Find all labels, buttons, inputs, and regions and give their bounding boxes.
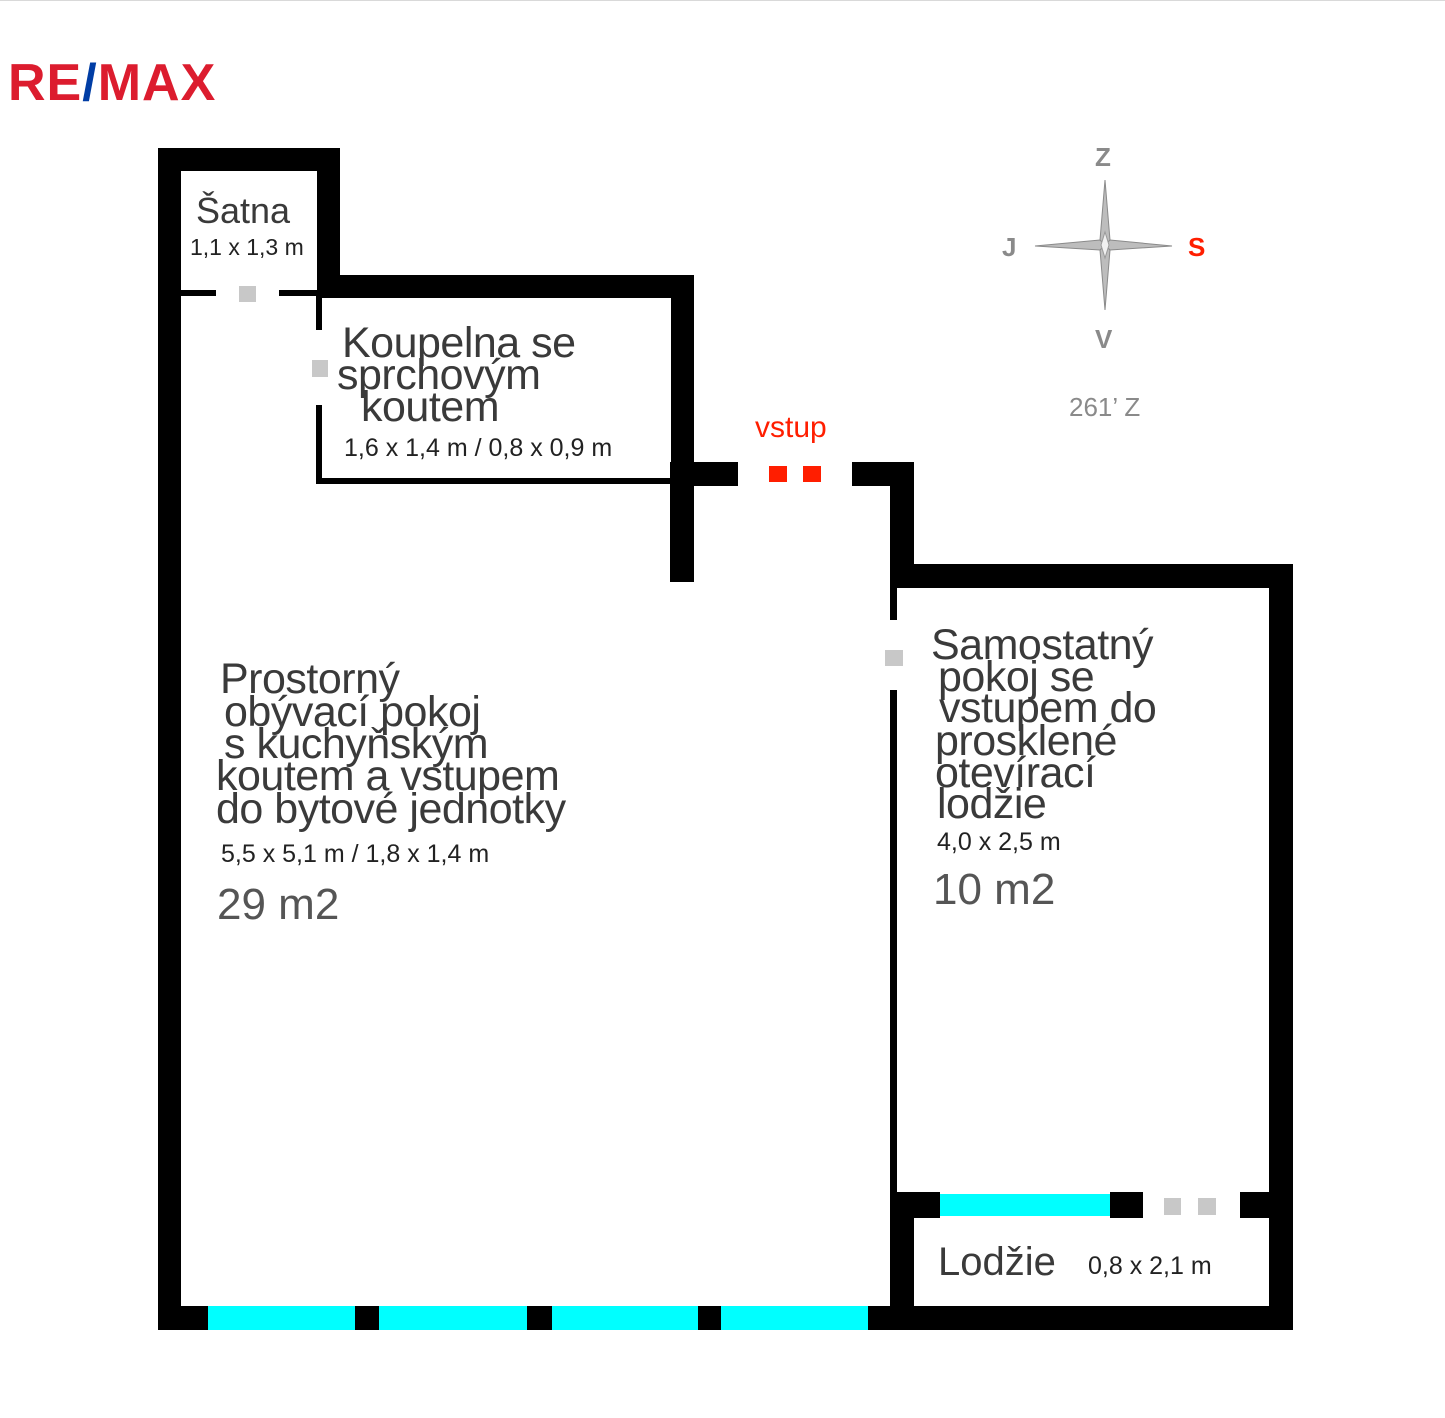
entrance-label: vstup (755, 411, 827, 444)
entrance-marker-1 (769, 466, 787, 482)
obyvaci-name-line-4: koutem a vstupem (216, 752, 560, 800)
window-bottom-3 (552, 1306, 698, 1330)
pokoj-name-line-1: Samostatný (931, 621, 1154, 669)
pokoj-name-line-3: vstupem do (939, 684, 1157, 732)
pokoj-area: 10 m2 (933, 865, 1056, 914)
pokoj-dims: 4,0 x 2,5 m (937, 828, 1061, 856)
satna-name: Šatna (196, 190, 291, 231)
compass-west: J (1002, 232, 1017, 262)
top-border (0, 0, 1445, 1)
lodzie-name: Lodžie (938, 1240, 1056, 1284)
satna-dims: 1,1 x 1,3 m (190, 234, 304, 260)
compass-bearing: 261’ Z (1069, 392, 1141, 422)
window-bottom-1 (208, 1306, 355, 1330)
wall-left (158, 148, 181, 1330)
door-lodzie-1 (1164, 1198, 1181, 1215)
koupelna-name-line-3: koutem (361, 383, 500, 431)
wall-satna-bottom-left (181, 290, 216, 296)
wall-bath-top (317, 275, 694, 298)
door-pokoj (885, 650, 903, 666)
entrance-marker-2 (803, 466, 821, 482)
compass-east: S (1188, 232, 1206, 262)
wall-entry-left (671, 462, 738, 486)
wall-lodzie-top-c (1240, 1192, 1280, 1218)
wall-room-left-upper (890, 588, 897, 620)
obyvaci-name-line-1: Prostorný (220, 655, 400, 703)
wall-bath-left-upper (316, 296, 322, 330)
wall-satna-bottom-right (279, 290, 320, 296)
wall-bath-right (671, 275, 694, 485)
wall-room-left-lower (890, 690, 897, 1306)
remax-logo: RE/MAX (8, 57, 216, 109)
window-lodzie (940, 1194, 1110, 1216)
obyvaci-name-line-3: s kuchyňským (224, 720, 489, 768)
logo-slash: / (82, 54, 98, 112)
logo-re: RE (8, 54, 83, 112)
koupelna-name-line-2: sprchovým (337, 351, 541, 399)
door-satna (239, 286, 256, 302)
compass-north: Z (1095, 142, 1111, 172)
pokoj-name-line-5: otevírací (935, 749, 1096, 797)
koupelna-name-line-1: Koupelna se (342, 319, 576, 367)
wall-satna-top (158, 148, 340, 171)
compass-south: V (1095, 324, 1113, 354)
pokoj-name-line-2: pokoj se (938, 653, 1095, 701)
obyvaci-dims: 5,5 x 5,1 m / 1,8 x 1,4 m (221, 840, 490, 868)
koupelna-dims: 1,6 x 1,4 m / 0,8 x 0,9 m (344, 434, 613, 462)
wall-satna-right (317, 148, 340, 298)
window-bottom-4 (721, 1306, 868, 1330)
lodzie-dims: 0,8 x 2,1 m (1088, 1252, 1212, 1280)
pokoj-name-line-4: prosklené (935, 717, 1117, 765)
wall-lodzie-top-a (890, 1192, 940, 1218)
wall-bath-bottom (316, 478, 672, 484)
compass-star-icon (1034, 179, 1173, 311)
logo-max: MAX (97, 54, 217, 112)
pokoj-name-line-6: lodžie (937, 780, 1047, 828)
window-bottom-2 (379, 1306, 527, 1330)
obyvaci-area: 29 m2 (217, 880, 340, 929)
obyvaci-name-line-2: obývací pokoj (224, 688, 481, 736)
obyvaci-name-line-5: do bytové jednotky (216, 785, 566, 833)
wall-lodzie-top-b (1110, 1192, 1143, 1218)
door-koupelna (312, 360, 328, 377)
wall-bath-left-lower (316, 405, 322, 483)
wall-room-top (890, 564, 1293, 588)
door-lodzie-2 (1198, 1198, 1216, 1215)
